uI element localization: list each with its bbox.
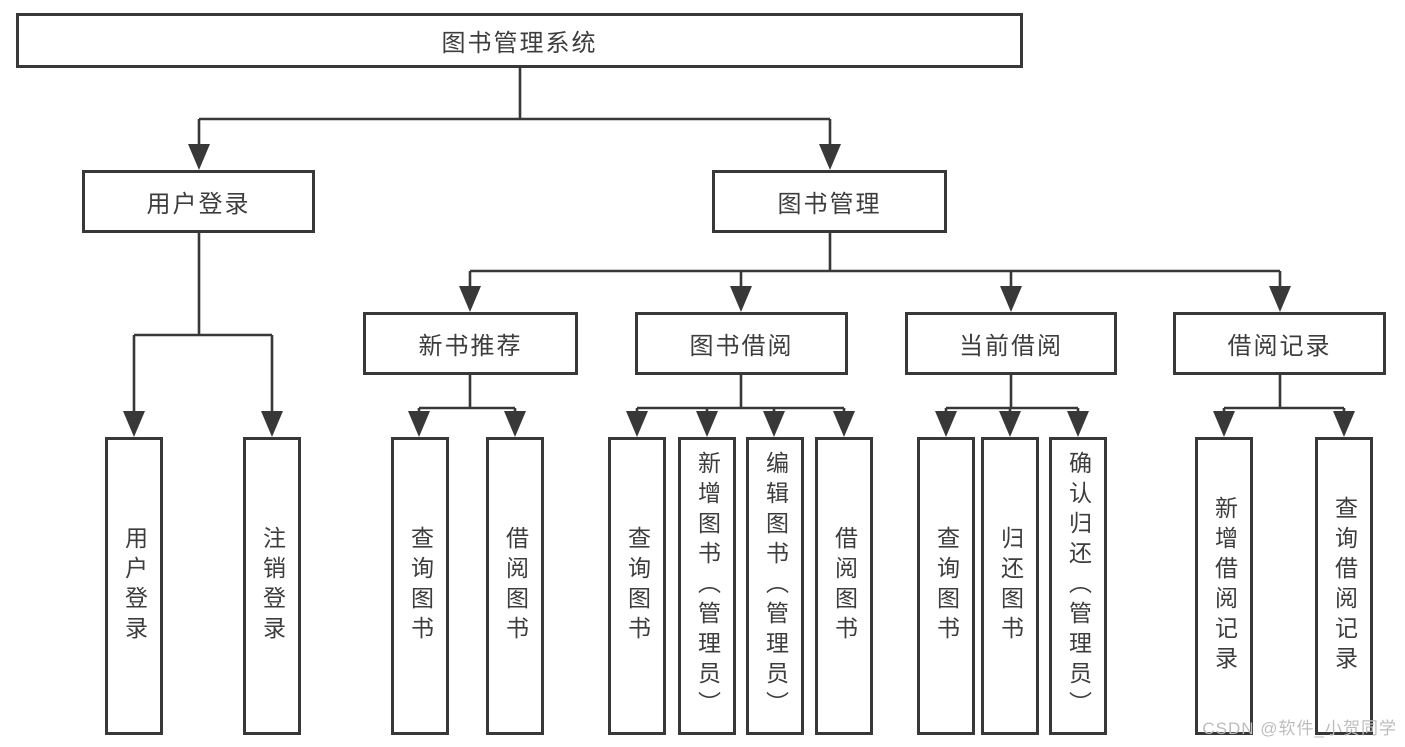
leaf-edit-book-admin: 编辑图书（管理员） [746,437,804,735]
leaf-label: 注销登录 [259,526,286,646]
leaf-borrow-books-recommend: 借阅图书 [486,437,544,735]
leaf-add-book-admin: 新增图书（管理员） [678,437,736,735]
leaf-label: 归还图书 [997,526,1024,646]
leaf-label: 查询图书 [407,526,434,646]
leaf-confirm-return-admin: 确认归还（管理员） [1049,437,1107,735]
node-user-login: 用户登录 [82,170,315,233]
csdn-watermark: CSDN @软件_小贺同学 [1202,719,1397,738]
node-label: 用户登录 [146,191,251,218]
node-label: 借阅记录 [1227,333,1332,360]
leaf-query-books-current: 查询图书 [917,437,975,735]
node-label: 当前借阅 [959,333,1063,360]
node-current-borrowing: 当前借阅 [905,312,1117,375]
leaf-logout: 注销登录 [243,437,301,735]
node-label: 图书管理系统 [441,30,598,57]
leaf-add-borrow-record: 新增借阅记录 [1195,437,1253,735]
leaf-label: 编辑图书（管理员） [762,451,789,721]
leaf-label: 新增图书（管理员） [694,451,721,721]
leaf-label: 借阅图书 [831,526,858,646]
leaf-label: 查询图书 [933,526,960,646]
arrowheads [123,144,1355,437]
node-root-library-system: 图书管理系统 [16,13,1023,68]
node-book-management: 图书管理 [712,170,947,233]
leaf-borrow-books-borrowing: 借阅图书 [815,437,873,735]
leaf-label: 确认归还（管理员） [1065,451,1092,721]
node-label: 图书管理 [777,191,882,218]
node-book-borrowing: 图书借阅 [635,312,848,375]
node-label: 新书推荐 [418,333,523,360]
node-label: 图书借阅 [689,333,794,360]
leaf-label: 新增借阅记录 [1211,496,1238,676]
leaf-query-books-borrowing: 查询图书 [608,437,666,735]
node-new-book-recommend: 新书推荐 [363,312,578,375]
leaf-label: 查询图书 [624,526,651,646]
leaf-label: 查询借阅记录 [1331,496,1358,676]
node-borrowing-records: 借阅记录 [1173,312,1386,375]
leaf-query-borrow-record: 查询借阅记录 [1315,437,1373,735]
leaf-return-book: 归还图书 [981,437,1039,735]
leaf-label: 用户登录 [121,526,148,646]
leaf-label: 借阅图书 [502,526,529,646]
leaf-user-login: 用户登录 [105,437,163,735]
leaf-query-books-recommend: 查询图书 [391,437,449,735]
